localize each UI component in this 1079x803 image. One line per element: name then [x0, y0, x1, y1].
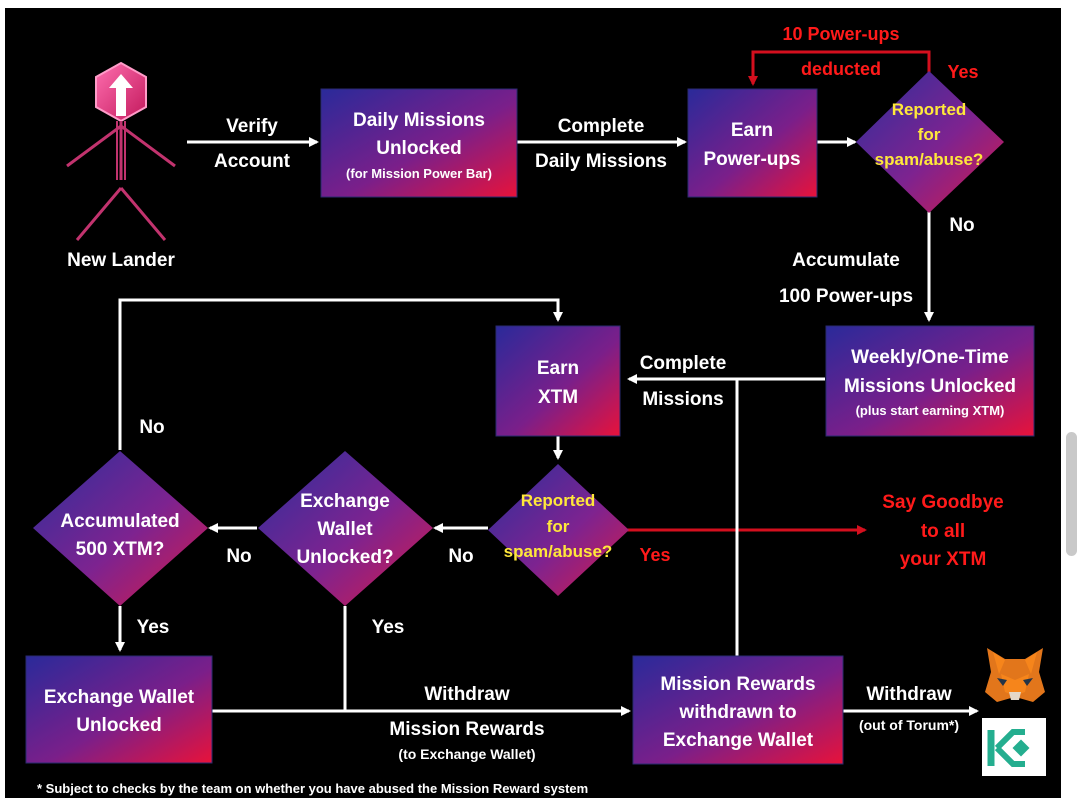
withdraw-mission-line3: (to Exchange Wallet) [398, 746, 535, 762]
goodbye-line1: Say Goodbye [882, 492, 1003, 513]
no-top-label: No [949, 215, 974, 236]
goodbye-line2: to all [921, 521, 965, 542]
reported-mid-line3: spam/abuse? [504, 542, 613, 561]
daily-missions-title: Daily Missions [353, 110, 485, 131]
withdraw-out-line2: (out of Torum*) [859, 717, 959, 733]
accumulated-line1: Accumulated [60, 511, 179, 532]
yes-accumulated-label: Yes [137, 617, 170, 638]
complete-daily-line2: Daily Missions [535, 151, 667, 172]
daily-missions-status: Unlocked [376, 138, 462, 159]
verify-label-line1: Verify [226, 116, 278, 137]
accumulate-100-line2: 100 Power-ups [779, 286, 913, 307]
exchange-unlocked-line3: Unlocked? [296, 547, 393, 568]
exchange-wallet-line2: Unlocked [76, 715, 162, 736]
mission-rewards-line2: withdrawn to [678, 702, 796, 723]
box-weekly-missions: Weekly/One-Time Missions Unlocked (plus … [825, 325, 1035, 437]
no-exchange-label: No [226, 546, 251, 567]
footnote: * Subject to checks by the team on wheth… [37, 781, 588, 796]
edge-labels: Verify Account Complete Daily Missions 1… [137, 24, 1004, 762]
accumulated-line2: 500 XTM? [76, 539, 165, 560]
metamask-fox-icon [985, 648, 1045, 702]
vertical-scrollbar[interactable] [1066, 432, 1077, 556]
box-earn-powerups: Earn Power-ups [687, 88, 818, 198]
weekly-missions-note: (plus start earning XTM) [856, 403, 1005, 418]
complete-missions-line1: Complete [640, 353, 727, 374]
exchange-unlocked-line2: Wallet [317, 519, 373, 540]
weekly-missions-status: Missions Unlocked [844, 376, 1016, 397]
mission-rewards-line3: Exchange Wallet [663, 730, 814, 751]
withdraw-mission-line1: Withdraw [424, 684, 510, 705]
box-mission-rewards: Mission Rewards withdrawn to Exchange Wa… [632, 655, 844, 765]
withdraw-mission-line2: Mission Rewards [389, 719, 544, 740]
mission-rewards-line1: Mission Rewards [660, 674, 815, 695]
reported-top-line3: spam/abuse? [875, 150, 984, 169]
complete-missions-line2: Missions [642, 389, 723, 410]
yes-top-label: Yes [947, 62, 978, 82]
daily-missions-note: (for Mission Power Bar) [346, 166, 492, 181]
exchange-wallet-line1: Exchange Wallet [44, 687, 195, 708]
box-earn-xtm: Earn XTM [495, 325, 621, 437]
no-mid-label: No [448, 546, 473, 567]
reported-mid-line2: for [547, 517, 570, 536]
earn-powerups-line2: Power-ups [703, 149, 800, 170]
verify-label-line2: Account [214, 151, 291, 172]
decision-accumulated: Accumulated 500 XTM? [33, 451, 208, 606]
withdraw-out-line1: Withdraw [866, 684, 952, 705]
decision-reported-top: Reported for spam/abuse? [856, 71, 1004, 213]
no-accumulated-label: No [139, 417, 164, 438]
yes-exchange-label: Yes [372, 617, 405, 638]
earn-xtm-line2: XTM [538, 387, 578, 408]
mission-reward-flowchart: New Lander [25, 24, 1046, 796]
torum-stick-figure-icon [66, 61, 176, 241]
box-exchange-wallet: Exchange Wallet Unlocked [25, 655, 213, 764]
goodbye-line3: your XTM [900, 549, 987, 570]
arrow-penalty-loop [748, 50, 931, 88]
earn-powerups-line1: Earn [731, 120, 773, 141]
reported-top-line1: Reported [892, 100, 967, 119]
reported-mid-line1: Reported [521, 491, 596, 510]
accumulate-100-line1: Accumulate [792, 250, 900, 271]
connectors [115, 50, 979, 716]
decision-exchange-unlocked: Exchange Wallet Unlocked? [258, 451, 433, 606]
decision-reported-mid: Reported for spam/abuse? [488, 464, 629, 596]
arrow-loop-earn-xtm [118, 298, 563, 450]
new-lander-label: New Lander [67, 250, 175, 271]
kucoin-logo-icon [982, 718, 1046, 776]
weekly-missions-title: Weekly/One-Time [851, 347, 1009, 368]
earn-xtm-line1: Earn [537, 358, 579, 379]
reported-top-line2: for [918, 125, 941, 144]
penalty-top-line2: deducted [801, 59, 881, 79]
complete-daily-line1: Complete [558, 116, 645, 137]
flowchart-canvas: New Lander [5, 8, 1061, 798]
yes-mid-label: Yes [639, 545, 670, 565]
box-daily-missions: Daily Missions Unlocked (for Mission Pow… [320, 88, 518, 198]
exchange-unlocked-line1: Exchange [300, 491, 390, 512]
new-lander-figure: New Lander [66, 61, 176, 271]
penalty-top-line1: 10 Power-ups [782, 24, 899, 44]
